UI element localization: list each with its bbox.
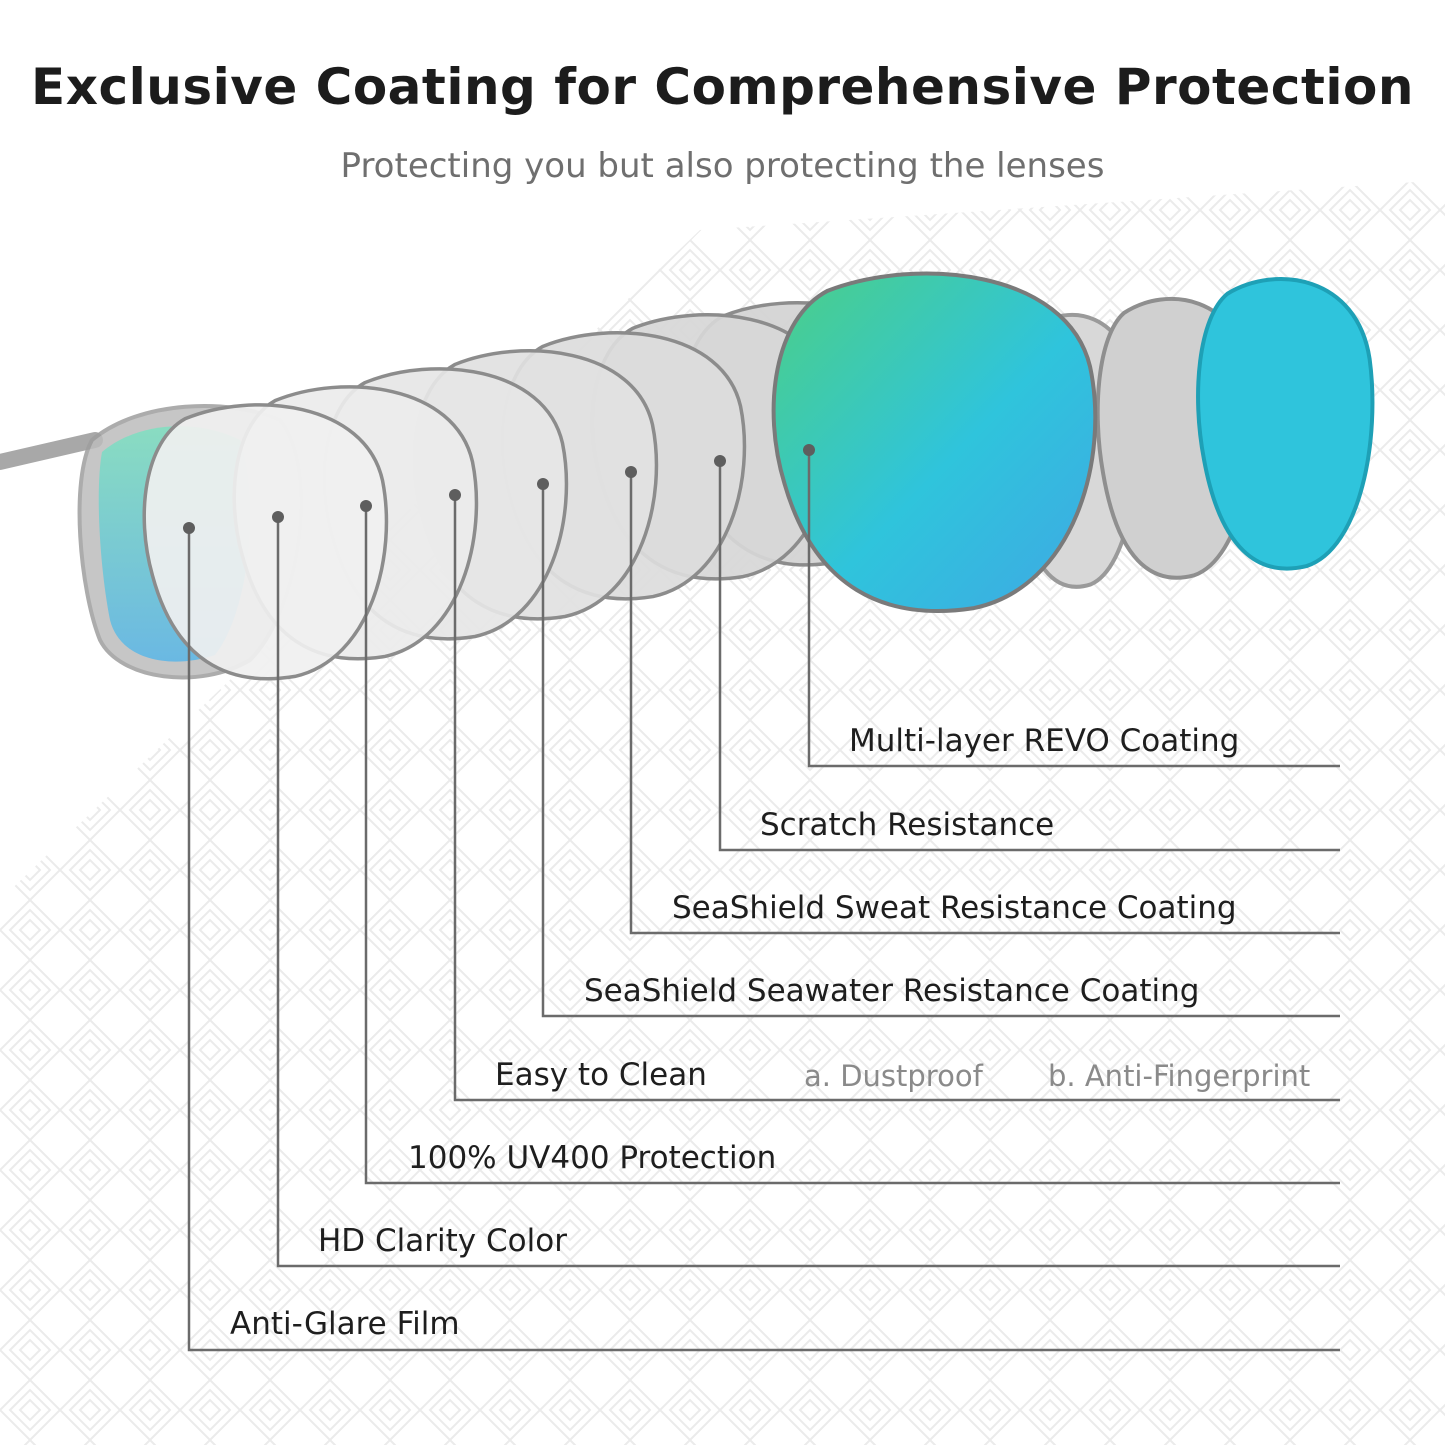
lens-revo-coated — [771, 271, 1098, 613]
layer-label-uv400-protection: 100% UV400 Protection — [408, 1140, 777, 1176]
leader-line — [807, 450, 1340, 768]
leader-line — [629, 472, 1340, 935]
leader-dot — [360, 500, 372, 512]
leader-dot — [625, 466, 637, 478]
leader-dot — [449, 489, 461, 501]
easy-clean-sub-anti-fingerprint: b. Anti-Fingerprint — [1048, 1059, 1311, 1093]
layer-label-easy-to-clean: Easy to Clean — [495, 1057, 707, 1093]
lens-back-colored — [1196, 277, 1375, 571]
leader-dot — [537, 478, 549, 490]
leader-line — [453, 495, 1340, 1102]
leader-dot — [272, 511, 284, 523]
layer-label-scratch-resistance: Scratch Resistance — [760, 807, 1055, 843]
leader-dot — [714, 455, 726, 467]
layer-label-anti-glare-film: Anti-Glare Film — [230, 1306, 460, 1342]
leader-line — [364, 506, 1340, 1185]
layer-label-hd-clarity-color: HD Clarity Color — [318, 1223, 567, 1259]
easy-clean-sub-dustproof: a. Dustproof — [804, 1059, 983, 1093]
leader-dot — [803, 444, 815, 456]
layer-label-sweat-resistance: SeaShield Sweat Resistance Coating — [672, 890, 1237, 926]
page-subtitle: Protecting you but also protecting the l… — [340, 146, 1105, 186]
leader-line — [276, 517, 1340, 1268]
lens-layer — [142, 403, 389, 681]
layer-label-revo-coating: Multi-layer REVO Coating — [849, 723, 1240, 759]
leader-line — [718, 461, 1340, 852]
leader-line — [541, 484, 1340, 1018]
layer-label-seawater-resistance: SeaShield Seawater Resistance Coating — [584, 973, 1200, 1009]
leader-dot — [183, 522, 195, 534]
leader-line — [187, 528, 1340, 1352]
page-title: Exclusive Coating for Comprehensive Prot… — [31, 58, 1414, 116]
